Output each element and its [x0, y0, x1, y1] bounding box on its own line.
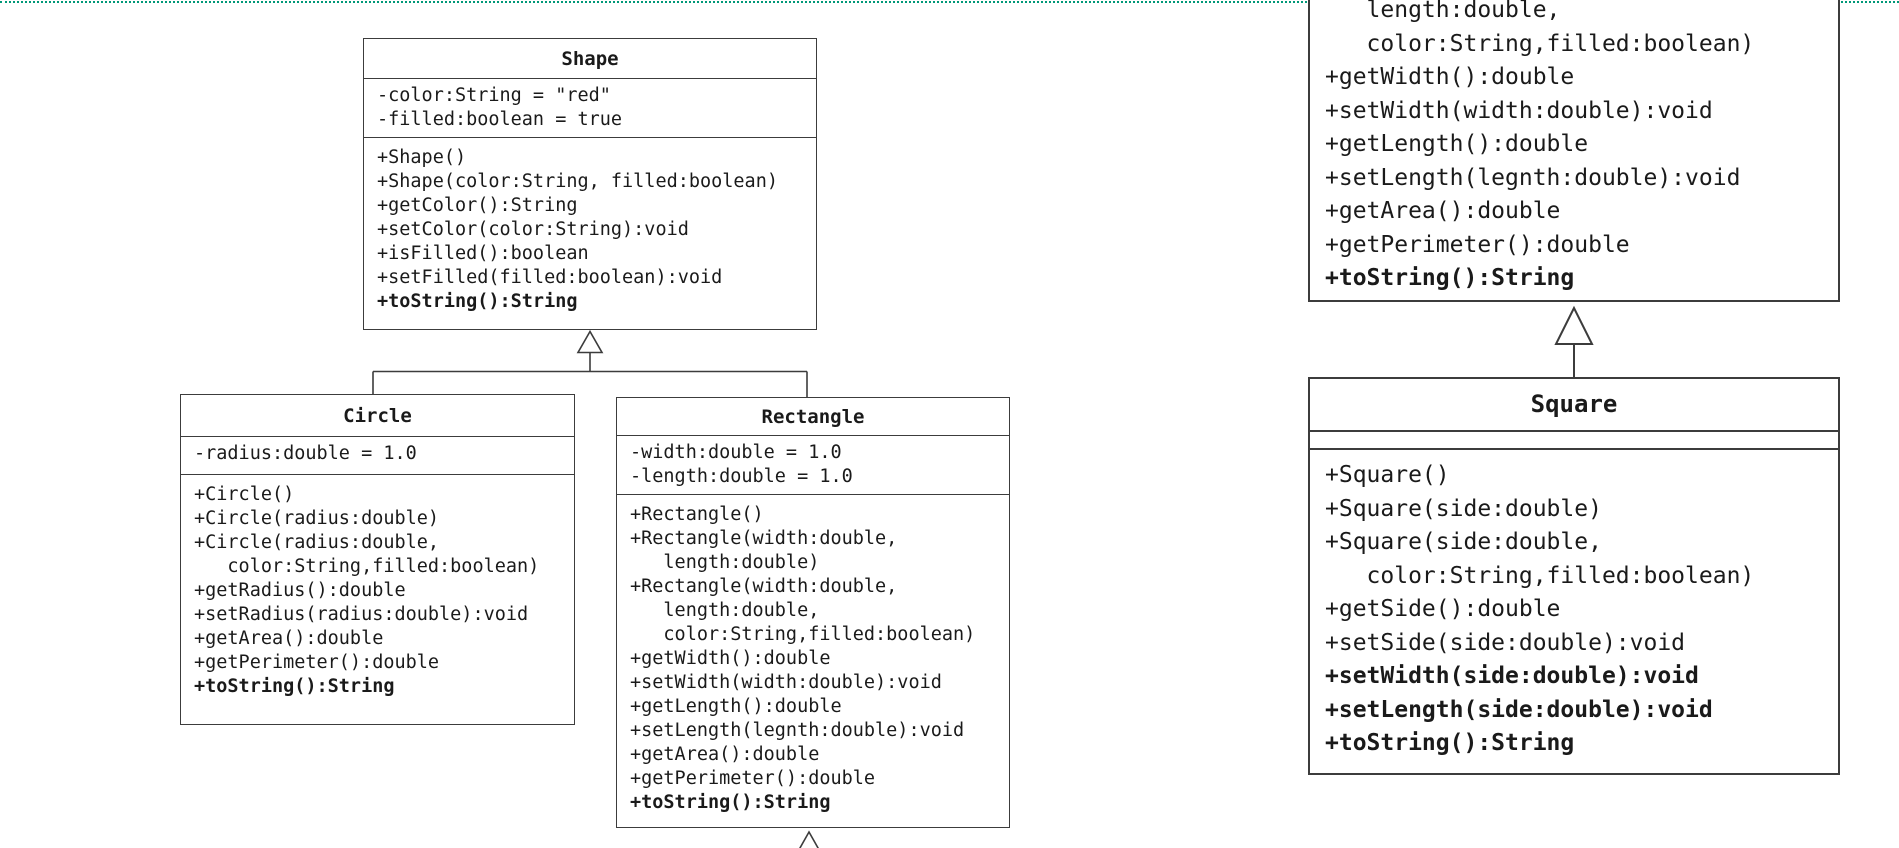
class-methods: length:double, color:String,filled:boole…	[1310, 0, 1838, 300]
class-methods: +Shape()+Shape(color:String, filled:bool…	[364, 136, 816, 330]
method-line: color:String,filled:boolean)	[630, 623, 976, 645]
method-line: color:String,filled:boolean)	[1325, 30, 1755, 57]
method-line: +toString():String	[377, 290, 578, 312]
inheritance-triangle-rectangle-partial	[799, 830, 819, 848]
class-attributes: -width:double = 1.0 -length:double = 1.0	[617, 435, 1009, 494]
page-top-dotted-rule	[0, 1, 1899, 3]
method-line: +Circle(radius:double)	[194, 507, 440, 529]
method-line: +getRadius():double	[194, 579, 406, 601]
method-line: +toString():String	[630, 791, 831, 813]
method-line: +getArea():double	[630, 743, 820, 765]
method-line: +setWidth(width:double):void	[1325, 97, 1713, 124]
method-line: +Circle(radius:double,	[194, 531, 440, 553]
method-line: +Shape(color:String, filled:boolean)	[377, 170, 778, 192]
method-line: +getPerimeter():double	[1325, 231, 1630, 258]
class-box-circle: Circle -radius:double = 1.0 +Circle()+Ci…	[180, 394, 575, 725]
attribute-line: -length:double = 1.0	[630, 466, 853, 487]
class-title: Shape	[561, 47, 619, 70]
method-line: +getWidth():double	[1325, 64, 1575, 90]
class-methods: +Square() +Square(side:double) +Square(sid…	[1310, 448, 1838, 773]
method-line: +toString():String	[1325, 265, 1575, 291]
method-line: length:double,	[1325, 0, 1561, 23]
attribute-line: -filled:boolean = true	[377, 109, 623, 130]
inheritance-triangle-shape	[576, 329, 604, 354]
method-line: +Circle()	[194, 483, 295, 505]
method-line: +setWidth(width:double):void	[630, 671, 942, 693]
method-line: +getWidth():double	[630, 647, 831, 669]
class-methods: +Rectangle()+Rectangle(width:double, len…	[617, 493, 1009, 828]
method-line: +toString():String	[194, 675, 395, 697]
class-box-shape: Shape -color:String = "red" -filled:boole…	[363, 38, 817, 330]
method-line: +getArea():double	[1325, 198, 1561, 224]
method-line: +getArea():double	[194, 627, 384, 649]
class-title: Rectangle	[761, 405, 865, 428]
method-line: +getPerimeter():double	[630, 767, 876, 789]
class-title: Circle	[343, 404, 412, 427]
method-line: +Rectangle(width:double,	[630, 575, 898, 597]
method-line: +Square(side:double)	[1325, 495, 1602, 522]
method-line: color:String,filled:boolean)	[1325, 562, 1755, 589]
inheritance-triangle-rectangle-zoomed	[1554, 305, 1594, 345]
class-title: Square	[1530, 389, 1618, 418]
method-line: length:double)	[630, 551, 820, 573]
method-line: +setLength(legnth:double):void	[630, 719, 965, 741]
method-line: +Square(side:double,	[1325, 529, 1602, 555]
method-line: +isFilled():boolean	[377, 242, 589, 264]
method-line: +setColor(color:String):void	[377, 218, 689, 240]
class-attributes: -color:String = "red" -filled:boolean = t…	[364, 78, 816, 137]
method-line: +setLength(side:double):void	[1325, 696, 1713, 723]
class-attributes-empty	[1310, 430, 1838, 448]
method-line: length:double,	[630, 599, 820, 621]
method-line: +getLength():double	[630, 695, 842, 717]
method-line: +setFilled(filled:boolean):void	[377, 266, 723, 288]
class-box-square: Square +Square()+Square(side:double)+Squ…	[1308, 377, 1840, 775]
method-line: +toString():String	[1325, 730, 1575, 756]
class-methods: +Circle()+Circle(radius:double)+Circle(r…	[181, 473, 574, 725]
attribute-line: -width:double = 1.0	[630, 442, 842, 463]
class-box-rectangle: Rectangle -width:double = 1.0 -length:dou…	[616, 397, 1010, 828]
method-line: +getLength():double	[1325, 131, 1589, 157]
method-line: +getSide():double	[1325, 596, 1561, 622]
method-line: +Rectangle(width:double,	[630, 527, 898, 549]
method-line: +setRadius(radius:double):void	[194, 603, 529, 625]
method-line: +setLength(legnth:double):void	[1325, 164, 1741, 191]
method-line: +getPerimeter():double	[194, 651, 440, 673]
method-line: +getColor():String	[377, 194, 578, 216]
method-line: +Square()	[1325, 462, 1450, 488]
method-line: color:String,filled:boolean)	[194, 555, 540, 577]
class-box-rectangle-zoomed-partial: length:double, color:String,filled:boole…	[1308, 0, 1840, 302]
method-line: +Rectangle()	[630, 503, 764, 525]
method-line: +setSide(side:double):void	[1325, 629, 1686, 656]
attribute-line: -color:String = "red"	[377, 85, 611, 106]
method-line: +setWidth(side:double):void	[1325, 663, 1699, 689]
attribute-line: -radius:double = 1.0	[194, 443, 417, 464]
class-attributes: -radius:double = 1.0	[181, 436, 574, 474]
method-line: +Shape()	[377, 146, 467, 168]
